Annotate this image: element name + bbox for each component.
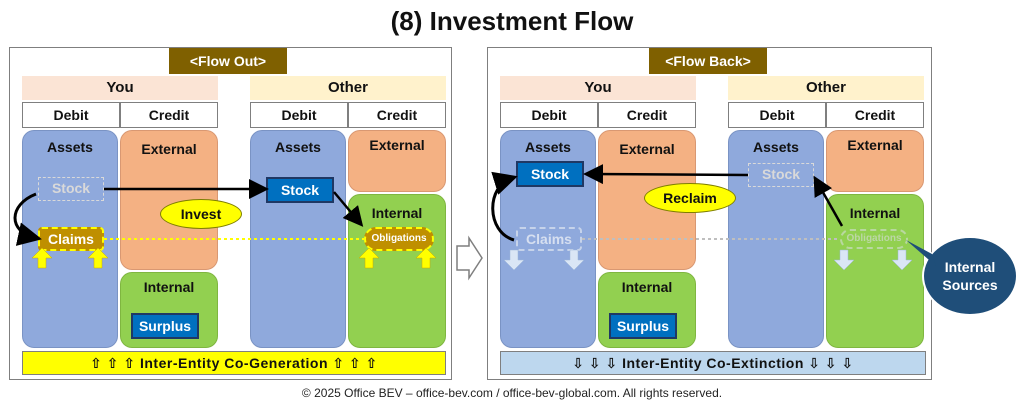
internal-sources-line2: Sources bbox=[942, 277, 998, 293]
copyright-footer: © 2025 Office BEV – office-bev.com / off… bbox=[301, 386, 723, 400]
claims-box: Claims bbox=[38, 227, 104, 251]
other-internal-label: Internal bbox=[371, 205, 423, 221]
stock-to-obligations-arrow bbox=[333, 191, 364, 227]
up-arrow-claims-left bbox=[31, 247, 53, 269]
page-title: (8) Investment Flow bbox=[390, 6, 634, 36]
surplus-box: Surplus bbox=[131, 313, 199, 339]
other-assets-label-right: Assets bbox=[753, 139, 799, 155]
you-debit-header: Debit bbox=[22, 102, 120, 128]
invest-bubble: Invest bbox=[160, 199, 242, 229]
you-entity-header-right: You bbox=[500, 76, 696, 100]
you-internal-label-right: Internal bbox=[621, 279, 673, 295]
down-arrow-obligations-right bbox=[891, 249, 913, 271]
you-entity-header: You bbox=[22, 76, 218, 100]
down-arrow-claims-right bbox=[563, 249, 585, 271]
you-assets-label: Assets bbox=[47, 139, 93, 155]
other-assets-label: Assets bbox=[275, 139, 321, 155]
reclaim-arrow bbox=[583, 164, 749, 185]
other-entity-header-right: Other bbox=[728, 76, 924, 100]
obligations-box: Obligations bbox=[364, 227, 434, 251]
other-external-block-right: External bbox=[826, 130, 924, 192]
stock-box: Stock bbox=[266, 177, 334, 203]
ghost-claims-box: Claims bbox=[516, 227, 582, 251]
ghost-obligations-box: Obligations bbox=[840, 229, 908, 249]
you-assets-label-right: Assets bbox=[525, 139, 571, 155]
you-debit-header-right: Debit bbox=[500, 102, 598, 128]
you-external-label-right: External bbox=[619, 141, 675, 157]
you-internal-label: Internal bbox=[143, 279, 195, 295]
other-internal-block: Internal bbox=[348, 194, 446, 348]
you-credit-header-right: Credit bbox=[598, 102, 696, 128]
you-credit-header: Credit bbox=[120, 102, 218, 128]
you-external-label: External bbox=[141, 141, 197, 157]
transition-arrow bbox=[456, 235, 483, 281]
down-arrow-claims-left bbox=[503, 249, 525, 271]
other-credit-header: Credit bbox=[348, 102, 446, 128]
co-generation-bar: ⇧ ⇧ ⇧ Inter-Entity Co-Generation ⇧ ⇧ ⇧ bbox=[22, 351, 446, 375]
other-internal-block-right: Internal bbox=[826, 194, 924, 348]
other-debit-header-right: Debit bbox=[728, 102, 826, 128]
ghost-stock-label-right: Stock bbox=[748, 163, 814, 187]
flow-back-header: <Flow Back> bbox=[649, 48, 767, 74]
other-internal-label-right: Internal bbox=[849, 205, 901, 221]
internal-sources-pointer bbox=[906, 240, 936, 266]
up-arrow-obligations-left bbox=[358, 247, 380, 269]
co-extinction-bar: ⇩ ⇩ ⇩ Inter-Entity Co-Extinction ⇩ ⇩ ⇩ bbox=[500, 351, 926, 375]
reclaim-bubble: Reclaim bbox=[644, 183, 736, 213]
other-credit-header-right: Credit bbox=[826, 102, 924, 128]
other-external-label: External bbox=[369, 137, 425, 153]
up-arrow-claims-right bbox=[87, 247, 109, 269]
internal-sources-bubble: Internal Sources bbox=[922, 236, 1018, 316]
claims-to-stock-curve bbox=[491, 171, 518, 242]
stock-box-right: Stock bbox=[516, 161, 584, 187]
other-external-label-right: External bbox=[847, 137, 903, 153]
up-arrow-obligations-right bbox=[415, 247, 437, 269]
other-entity-header: Other bbox=[250, 76, 446, 100]
other-debit-header: Debit bbox=[250, 102, 348, 128]
obligations-to-stock-arrow bbox=[813, 175, 844, 227]
down-arrow-obligations-left bbox=[833, 249, 855, 271]
internal-sources-line1: Internal bbox=[944, 259, 996, 275]
stock-to-claims-curve bbox=[13, 192, 42, 246]
surplus-box-right: Surplus bbox=[609, 313, 677, 339]
other-external-block: External bbox=[348, 130, 446, 192]
ghost-stock-label: Stock bbox=[38, 177, 104, 201]
flow-out-header: <Flow Out> bbox=[169, 48, 287, 74]
